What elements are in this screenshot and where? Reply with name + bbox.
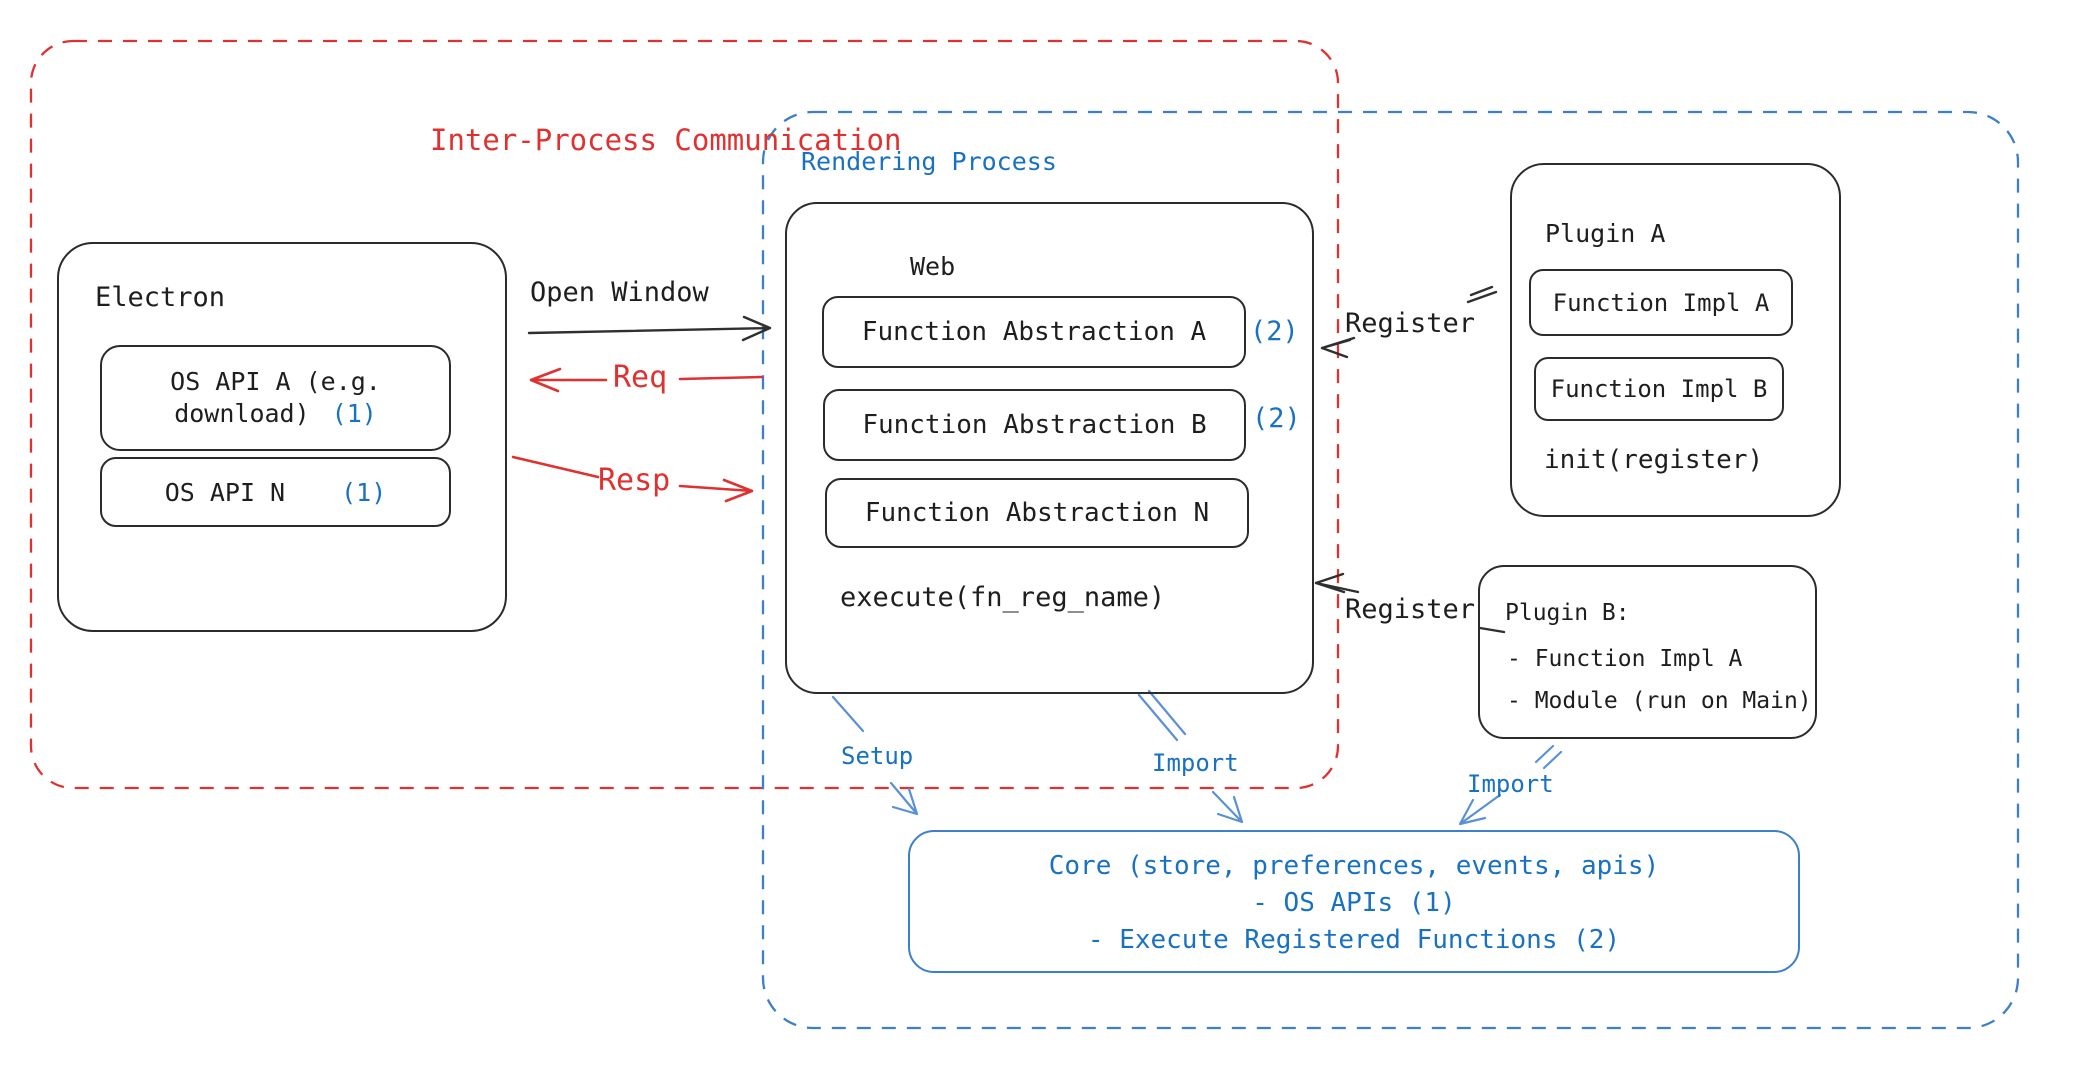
core-box: Core (store, preferences, events, apis) … bbox=[908, 830, 1800, 973]
function-abstraction-a-box: Function Abstraction A bbox=[822, 296, 1246, 368]
electron-title: Electron bbox=[95, 282, 226, 313]
ipc-region-title: Inter-Process Communication bbox=[430, 123, 902, 157]
resp-arrow bbox=[511, 455, 754, 503]
function-abstraction-b-box: Function Abstraction B bbox=[823, 389, 1246, 461]
core-line-2: - OS APIs (1) bbox=[1252, 888, 1456, 918]
function-abstraction-b-badge: (2) bbox=[1252, 403, 1301, 434]
function-impl-a-label: Function Impl A bbox=[1552, 288, 1770, 317]
register-bottom-arrow bbox=[1314, 572, 1506, 634]
function-abstraction-n-box: Function Abstraction N bbox=[825, 478, 1249, 548]
ipc-region-border bbox=[29, 39, 1340, 790]
plugin-b-title: Plugin B: bbox=[1505, 600, 1630, 626]
rendering-region-border bbox=[761, 110, 2020, 1030]
rendering-region-title: Rendering Process bbox=[801, 147, 1057, 176]
resp-label: Resp bbox=[598, 463, 671, 498]
web-box: Web Function Abstraction A (2) Function … bbox=[785, 202, 1314, 694]
plugin-b-box: Plugin B: - Function Impl A - Module (ru… bbox=[1478, 565, 1817, 739]
core-line-3: - Execute Registered Functions (2) bbox=[1087, 925, 1621, 955]
os-api-n-badge: (1) bbox=[341, 477, 387, 507]
req-label: Req bbox=[613, 360, 668, 395]
os-api-n-box: OS API N (1) bbox=[100, 457, 451, 527]
setup-label: Setup bbox=[841, 742, 914, 770]
plugin-b-line-2: - Module (run on Main) bbox=[1507, 688, 1812, 714]
function-impl-b-label: Function Impl B bbox=[1550, 375, 1768, 403]
open-window-label: Open Window bbox=[530, 277, 709, 308]
open-window-arrow bbox=[527, 315, 772, 342]
os-api-a-label: OS API A (e.g. download) bbox=[170, 367, 381, 428]
import-right-arrow bbox=[1458, 744, 1563, 826]
setup-arrow bbox=[831, 695, 919, 816]
function-impl-b-box: Function Impl B bbox=[1534, 357, 1784, 421]
os-api-a-badge: (1) bbox=[331, 399, 377, 428]
register-top-arrow bbox=[1320, 285, 1498, 359]
execute-call-text: execute(fn_reg_name) bbox=[840, 582, 1166, 613]
plugin-b-line-1: - Function Impl A bbox=[1507, 646, 1743, 672]
plugin-a-box: Plugin A Function Impl A Function Impl B… bbox=[1510, 163, 1841, 517]
core-line-1: Core (store, preferences, events, apis) bbox=[1048, 851, 1660, 881]
electron-box: Electron OS API A (e.g. download)(1) OS … bbox=[57, 242, 507, 632]
os-api-n-label: OS API N bbox=[164, 477, 286, 507]
register-bottom-label: Register bbox=[1345, 594, 1476, 625]
init-register-text: init(register) bbox=[1544, 445, 1764, 475]
import-right-label: Import bbox=[1467, 770, 1554, 798]
plugin-a-title: Plugin A bbox=[1545, 219, 1666, 248]
function-abstraction-b-label: Function Abstraction B bbox=[862, 410, 1207, 440]
import-left-arrow bbox=[1137, 689, 1244, 824]
function-abstraction-n-label: Function Abstraction N bbox=[864, 498, 1210, 528]
req-arrow bbox=[529, 367, 764, 393]
register-top-label: Register bbox=[1345, 308, 1476, 339]
function-impl-a-box: Function Impl A bbox=[1529, 269, 1793, 336]
import-left-label: Import bbox=[1152, 749, 1239, 777]
web-title: Web bbox=[910, 252, 956, 281]
function-abstraction-a-badge: (2) bbox=[1250, 316, 1299, 347]
function-abstraction-a-label: Function Abstraction A bbox=[861, 317, 1207, 347]
os-api-a-box: OS API A (e.g. download)(1) bbox=[100, 345, 451, 451]
